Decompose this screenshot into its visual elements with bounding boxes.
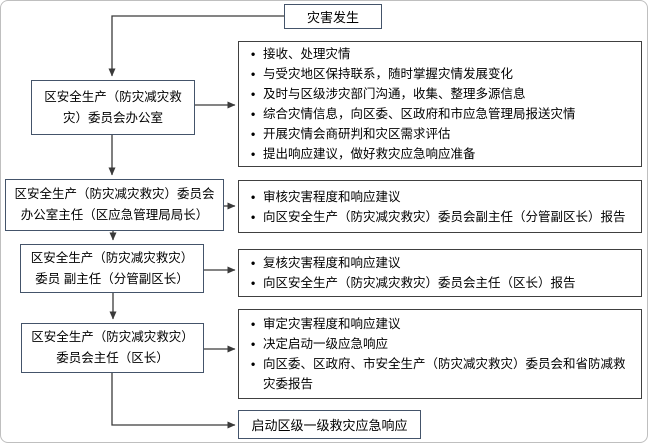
bullet-icon	[251, 64, 263, 84]
bullet-icon	[251, 273, 263, 293]
bullet-icon	[251, 124, 263, 144]
task-item: 接收、处理灾情	[251, 44, 631, 64]
connector-actor4-to-end	[111, 373, 236, 429]
bullet-icon	[251, 207, 263, 227]
task-item: 向区委、区政府、市安全生产（防灾减灾救灾）委员会和省防减救灾委报告	[251, 354, 631, 394]
task-item: 审核灾害程度和响应建议	[251, 187, 631, 207]
end-node-activate-response: 启动区级一级救灾应急响应	[238, 410, 421, 439]
bullet-icon	[251, 253, 263, 273]
task-box-deputy-director-duties: 复核灾害程度和响应建议 向区安全生产（防灾减灾救灾）委员会主任（区长）报告	[238, 249, 642, 297]
end-node-label: 启动区级一级救灾应急响应	[251, 418, 408, 433]
task-box-committee-office-duties: 接收、处理灾情 与受灾地区保持联系，随时掌握灾情发展变化 及时与区级涉灾部门沟通…	[238, 41, 642, 167]
bullet-icon	[251, 334, 263, 354]
task-box-office-director-duties: 审核灾害程度和响应建议 向区安全生产（防灾减灾救灾）委员会副主任（分管副区长）报…	[238, 180, 642, 233]
actor-box-office-director: 区安全生产（防灾减灾救灾）委员会办公室主任（区应急管理局局长）	[5, 179, 224, 231]
actor-box-label: 区安全生产（防灾减灾救灾）委员 副主任（分管副区长）	[30, 250, 194, 286]
task-item: 审定灾害程度和响应建议	[251, 314, 631, 334]
bullet-icon	[251, 354, 263, 394]
task-box-committee-director-duties: 审定灾害程度和响应建议 决定启动一级应急响应 向区委、区政府、市安全生产（防灾减…	[238, 309, 642, 399]
actor-box-label: 区安全生产（防灾减灾救灾）委员会办公室	[44, 89, 182, 125]
task-item: 提出响应建议，做好救灾应急响应准备	[251, 144, 631, 164]
start-node-disaster-occurs: 灾害发生	[284, 4, 382, 29]
actor-box-deputy-director: 区安全生产（防灾减灾救灾）委员 副主任（分管副区长）	[20, 244, 204, 293]
actor-box-committee-office: 区安全生产（防灾减灾救灾）委员会办公室	[31, 80, 195, 135]
task-item: 决定启动一级应急响应	[251, 334, 631, 354]
actor-box-committee-director: 区安全生产（防灾减灾救灾）委员会主任（区长）	[21, 323, 204, 373]
task-item: 复核灾害程度和响应建议	[251, 253, 631, 273]
task-item: 开展灾情会商研判和灾区需求评估	[251, 124, 631, 144]
task-item: 向区安全生产（防灾减灾救灾）委员会主任（区长）报告	[251, 273, 631, 293]
actor-box-label: 区安全生产（防灾减灾救灾）委员会主任（区长）	[31, 330, 194, 365]
bullet-icon	[251, 44, 263, 64]
bullet-icon	[251, 314, 263, 334]
bullet-icon	[251, 144, 263, 164]
start-node-label: 灾害发生	[306, 10, 359, 25]
task-item: 综合灾情信息，向区委、区政府和市应急管理局报送灾情	[251, 104, 631, 124]
task-item: 向区安全生产（防灾减灾救灾）委员会副主任（分管副区长）报告	[251, 207, 631, 227]
actor-box-label: 区安全生产（防灾减灾救灾）委员会办公室主任（区应急管理局局长）	[14, 187, 215, 222]
task-item: 及时与区级涉灾部门沟通，收集、整理多源信息	[251, 84, 631, 104]
bullet-icon	[251, 104, 263, 124]
task-item: 与受灾地区保持联系，随时掌握灾情发展变化	[251, 64, 631, 84]
bullet-icon	[251, 84, 263, 104]
bullet-icon	[251, 187, 263, 207]
